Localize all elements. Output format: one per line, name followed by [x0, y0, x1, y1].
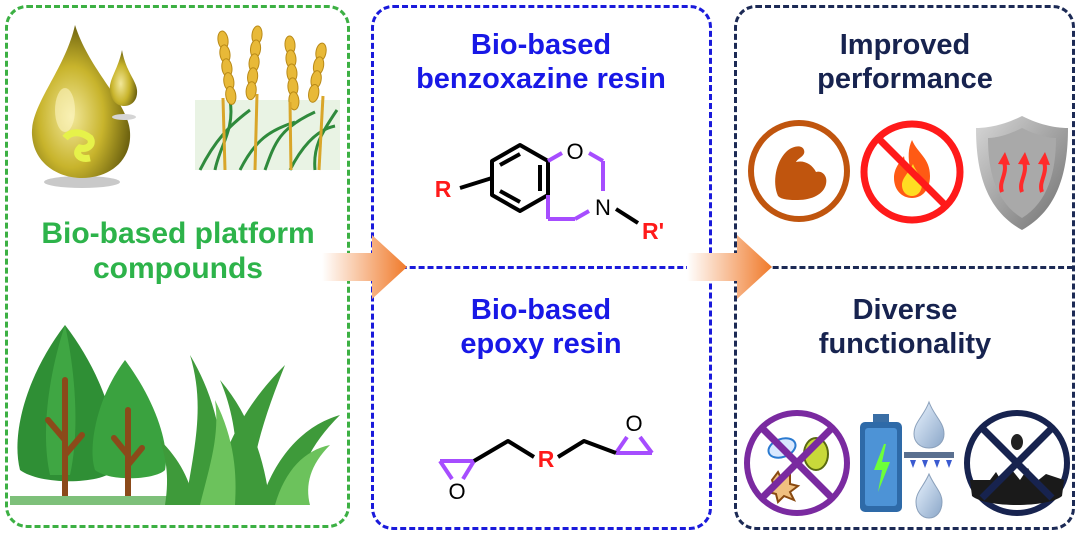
- arrow-right-icon-2: [687, 235, 772, 299]
- platform-compounds-title-line2: compounds: [93, 252, 263, 286]
- diverse-functionality-title-line1: Diverse: [852, 294, 958, 326]
- wheat-icon: [195, 25, 340, 171]
- water-drop-permeation-icon: [904, 400, 954, 519]
- epoxy-r-label: R: [538, 446, 555, 472]
- epoxy-o-right-label: O: [625, 411, 642, 436]
- improved-performance-title: Improved performance: [740, 28, 1070, 96]
- benzoxazine-structure: O N R R': [435, 139, 664, 244]
- right-panel-divider: [737, 266, 1073, 269]
- improved-performance-title-line2: performance: [817, 63, 993, 96]
- battery-icon: [860, 414, 902, 512]
- trees-icon: [10, 325, 180, 505]
- epoxy-title: Bio-based epoxy resin: [376, 293, 706, 361]
- benzoxazine-n-label: N: [595, 195, 611, 220]
- improved-performance-title-line1: Improved: [839, 29, 971, 61]
- benzoxazine-title-line1: Bio-based: [470, 29, 612, 61]
- heat-resistance-shield-icon: [976, 116, 1068, 230]
- epoxy-title-line2: epoxy resin: [460, 328, 622, 361]
- arrow-right-icon-1: [322, 235, 407, 299]
- oil-drop-icon: [31, 25, 138, 188]
- benzoxazine-r-prime-label: R': [642, 218, 664, 244]
- benzoxazine-r-label: R: [435, 176, 452, 202]
- anti-damage-icon: [964, 410, 1070, 516]
- benzoxazine-o-label: O: [566, 139, 583, 164]
- platform-compounds-title: Bio-based platform compounds: [12, 216, 344, 287]
- epoxy-structure: O O R: [438, 411, 654, 504]
- fire-retardant-icon: [860, 120, 964, 224]
- mid-panel-divider: [374, 266, 710, 269]
- benzoxazine-title-line2: benzoxazine resin: [416, 63, 666, 96]
- benzoxazine-title: Bio-based benzoxazine resin: [376, 28, 706, 96]
- epoxy-title-line1: Bio-based: [470, 294, 612, 326]
- diverse-functionality-title-line2: functionality: [818, 328, 992, 361]
- epoxy-o-left-label: O: [448, 479, 465, 504]
- platform-compounds-title-line1: Bio-based platform: [41, 217, 315, 250]
- antibacterial-icon: [744, 410, 850, 516]
- muscle-strength-icon: [748, 120, 850, 222]
- grass-icon: [160, 355, 340, 505]
- diverse-functionality-title: Diverse functionality: [740, 293, 1070, 361]
